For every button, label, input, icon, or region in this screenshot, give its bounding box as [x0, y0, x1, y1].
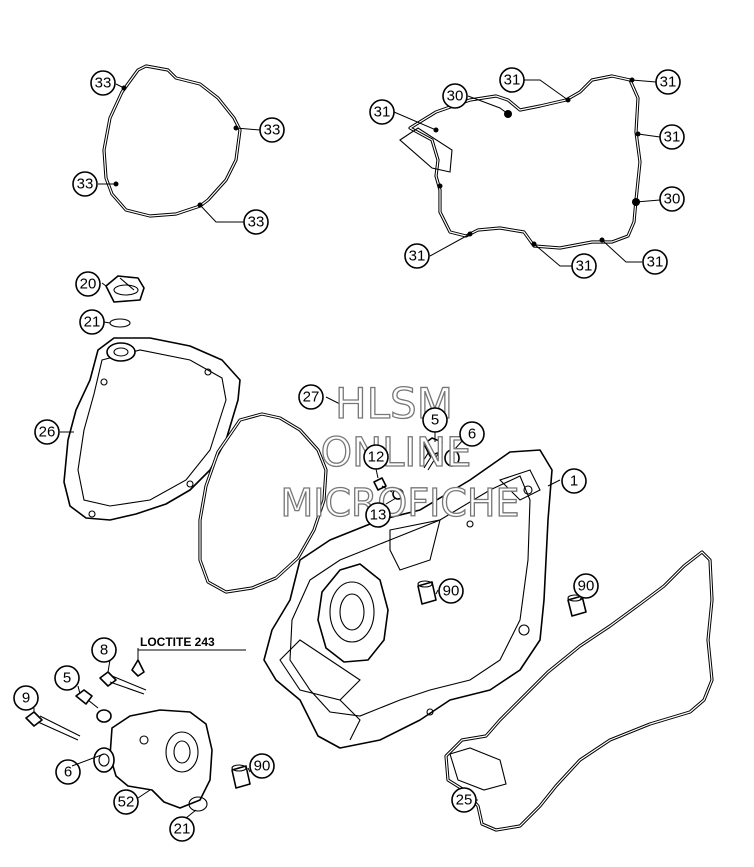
svg-text:31: 31 [374, 104, 391, 121]
callout-31a[interactable]: 31 [369, 99, 395, 125]
svg-text:9: 9 [22, 690, 30, 707]
svg-text:33: 33 [95, 75, 112, 92]
svg-text:6: 6 [468, 426, 476, 443]
callout-30a[interactable]: 30 [442, 83, 468, 109]
callout-13[interactable]: 13 [365, 502, 391, 528]
callout-21a[interactable]: 21 [79, 309, 105, 335]
callout-31d[interactable]: 31 [659, 124, 685, 150]
svg-text:90: 90 [443, 583, 460, 600]
long-bolt-8 [99, 671, 147, 695]
svg-text:20: 20 [80, 276, 97, 293]
svg-text:8: 8 [100, 642, 108, 659]
small-washer [392, 488, 404, 500]
callout-31f[interactable]: 31 [571, 253, 597, 279]
small-screw [373, 477, 393, 493]
svg-text:31: 31 [664, 129, 681, 146]
svg-text:21: 21 [174, 821, 191, 838]
o-ring-lower [188, 796, 208, 812]
callout-90b[interactable]: 90 [573, 573, 599, 599]
callout-20[interactable]: 20 [75, 271, 101, 297]
clutch-cover-gasket [399, 74, 642, 250]
bushing [231, 764, 251, 789]
callout-25[interactable]: 25 [451, 787, 477, 813]
callout-31e[interactable]: 31 [404, 243, 430, 269]
callout-33a[interactable]: 33 [90, 70, 116, 96]
svg-text:33: 33 [264, 122, 281, 139]
callout-90a[interactable]: 90 [438, 578, 464, 604]
o-ring [109, 318, 131, 328]
water-pump-cover [93, 709, 213, 809]
loctite-note: LOCTITE 243 [140, 635, 215, 649]
svg-text:27: 27 [303, 389, 320, 406]
drain-screw [419, 437, 443, 471]
callout-1[interactable]: 1 [561, 468, 587, 494]
svg-text:90: 90 [578, 578, 595, 595]
svg-text:6: 6 [64, 764, 72, 781]
callout-8[interactable]: 8 [91, 637, 117, 663]
svg-text:90: 90 [254, 758, 271, 775]
svg-text:1: 1 [570, 473, 578, 490]
clutch-cover [263, 449, 553, 749]
svg-text:31: 31 [660, 74, 677, 91]
svg-text:30: 30 [447, 88, 464, 105]
svg-text:5: 5 [431, 412, 439, 429]
callout-9[interactable]: 9 [13, 685, 39, 711]
callout-5b[interactable]: 5 [54, 665, 80, 691]
svg-text:12: 12 [368, 449, 385, 466]
loctite-drop [131, 659, 145, 677]
ignition-gasket [198, 412, 328, 594]
callout-31g[interactable]: 31 [642, 249, 668, 275]
callout-6b[interactable]: 6 [55, 759, 81, 785]
svg-text:30: 30 [664, 191, 681, 208]
watermark-line3: MICROFICHE [280, 481, 519, 525]
svg-text:31: 31 [504, 72, 521, 89]
callout-12[interactable]: 12 [363, 444, 389, 470]
svg-text:31: 31 [576, 258, 593, 275]
watermark-line2: ONLINE [321, 430, 472, 476]
callout-21b[interactable]: 21 [169, 816, 195, 842]
callout-33c[interactable]: 33 [72, 171, 98, 197]
callout-31c[interactable]: 31 [655, 69, 681, 95]
callout-33d[interactable]: 33 [243, 209, 269, 235]
clutch-cover-gasket-outer [444, 550, 714, 832]
callout-6a[interactable]: 6 [459, 421, 485, 447]
svg-text:33: 33 [248, 214, 265, 231]
watermark: HLSM ONLINE MICROFICHE [280, 378, 520, 525]
callout-33b[interactable]: 33 [259, 117, 285, 143]
callout-26[interactable]: 26 [34, 419, 60, 445]
callout-27[interactable]: 27 [298, 384, 324, 410]
svg-text:5: 5 [63, 670, 71, 687]
callout-5a[interactable]: 5 [422, 407, 448, 433]
svg-text:31: 31 [647, 254, 664, 271]
callout-90c[interactable]: 90 [249, 753, 275, 779]
svg-text:52: 52 [118, 794, 135, 811]
svg-text:33: 33 [77, 176, 94, 193]
filler-plug [105, 275, 145, 303]
ignition-cover [63, 337, 241, 521]
long-bolt-9 [25, 711, 81, 741]
callout-31b[interactable]: 31 [499, 67, 525, 93]
bushing [567, 594, 587, 617]
callout-52[interactable]: 52 [113, 789, 139, 815]
svg-text:25: 25 [456, 792, 473, 809]
svg-text:21: 21 [84, 314, 101, 331]
seal-ring [444, 449, 460, 467]
callout-30b[interactable]: 30 [659, 186, 685, 212]
bushing [417, 580, 437, 605]
ignition-cover-gasket [102, 64, 242, 218]
svg-text:13: 13 [370, 507, 387, 524]
svg-text:31: 31 [409, 248, 426, 265]
washer-6b [96, 709, 112, 723]
leader-lines [60, 79, 661, 801]
svg-text:26: 26 [39, 424, 56, 441]
